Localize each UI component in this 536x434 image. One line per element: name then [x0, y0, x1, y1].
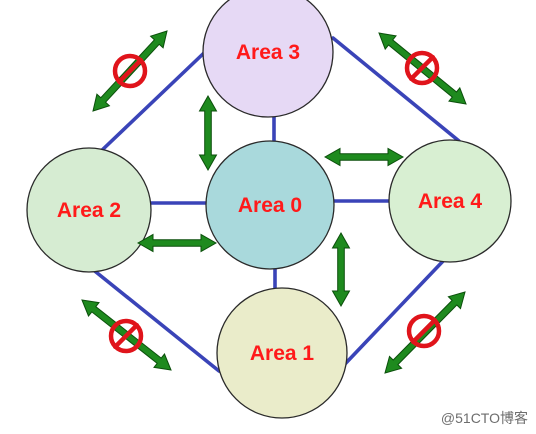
areas-layer: Area 0 Area 1 Area 2 Area 3 Area 4 — [26, 0, 512, 419]
node-area-4: Area 4 — [388, 139, 512, 263]
area-4-label: Area 4 — [418, 190, 483, 213]
prohibit-icon-area-2-area-1-slash — [112, 322, 140, 350]
area-1-circle — [216, 287, 348, 419]
node-area-3: Area 3 — [202, 0, 334, 118]
area-3-label: Area 3 — [236, 41, 300, 64]
allowed-arrow-area-0-area-3 — [198, 94, 218, 172]
prohibit-icon-area-4-area-1 — [406, 313, 442, 349]
prohibit-icon-area-2-area-3 — [112, 53, 148, 89]
node-area-0: Area 0 — [205, 140, 335, 270]
prohibit-icon-area-2-area-3-slash — [116, 57, 144, 85]
prohibit-icon-area-2-area-3-ring — [112, 53, 148, 89]
blocked-exchange-area-2-area-3 — [92, 30, 168, 112]
prohibit-icon-area-2-area-1-ring — [108, 318, 144, 354]
prohibit-icon-area-3-area-4 — [404, 50, 440, 86]
area-2-label: Area 2 — [57, 199, 121, 222]
allowed-arrow-area-0-area-4 — [323, 147, 405, 167]
area-0-circle — [205, 140, 335, 270]
watermark: @51CTO博客 — [440, 410, 528, 426]
area-4-circle — [388, 139, 512, 263]
prohibit-icon-area-4-area-1-ring — [406, 313, 442, 349]
area-0-label: Area 0 — [238, 194, 302, 217]
prohibit-icon-area-2-area-1 — [108, 318, 144, 354]
blocked-exchange-area-4-area-1 — [384, 291, 466, 374]
blocked-exchange-area-2-area-1 — [81, 299, 172, 371]
link-area-2-area-3 — [97, 50, 207, 155]
area-3-circle — [202, 0, 334, 118]
link-area-2-area-1 — [89, 266, 221, 373]
area-2-circle — [26, 147, 152, 273]
area-1-label: Area 1 — [250, 342, 315, 365]
node-area-2: Area 2 — [26, 147, 152, 273]
prohibit-icon-area-3-area-4-slash — [408, 54, 436, 82]
allowed-arrow-area-0-area-1 — [331, 231, 351, 308]
link-area-4-area-1 — [343, 257, 447, 366]
blocked-exchange-area-3-area-4 — [378, 32, 467, 105]
prohibit-icon-area-3-area-4-ring — [404, 50, 440, 86]
allowed-arrow-area-0-area-2 — [136, 233, 218, 253]
link-area-3-area-4 — [331, 36, 461, 143]
prohibit-icon-area-4-area-1-slash — [410, 317, 438, 345]
arrows-layer — [81, 30, 467, 374]
node-area-1: Area 1 — [216, 287, 348, 419]
